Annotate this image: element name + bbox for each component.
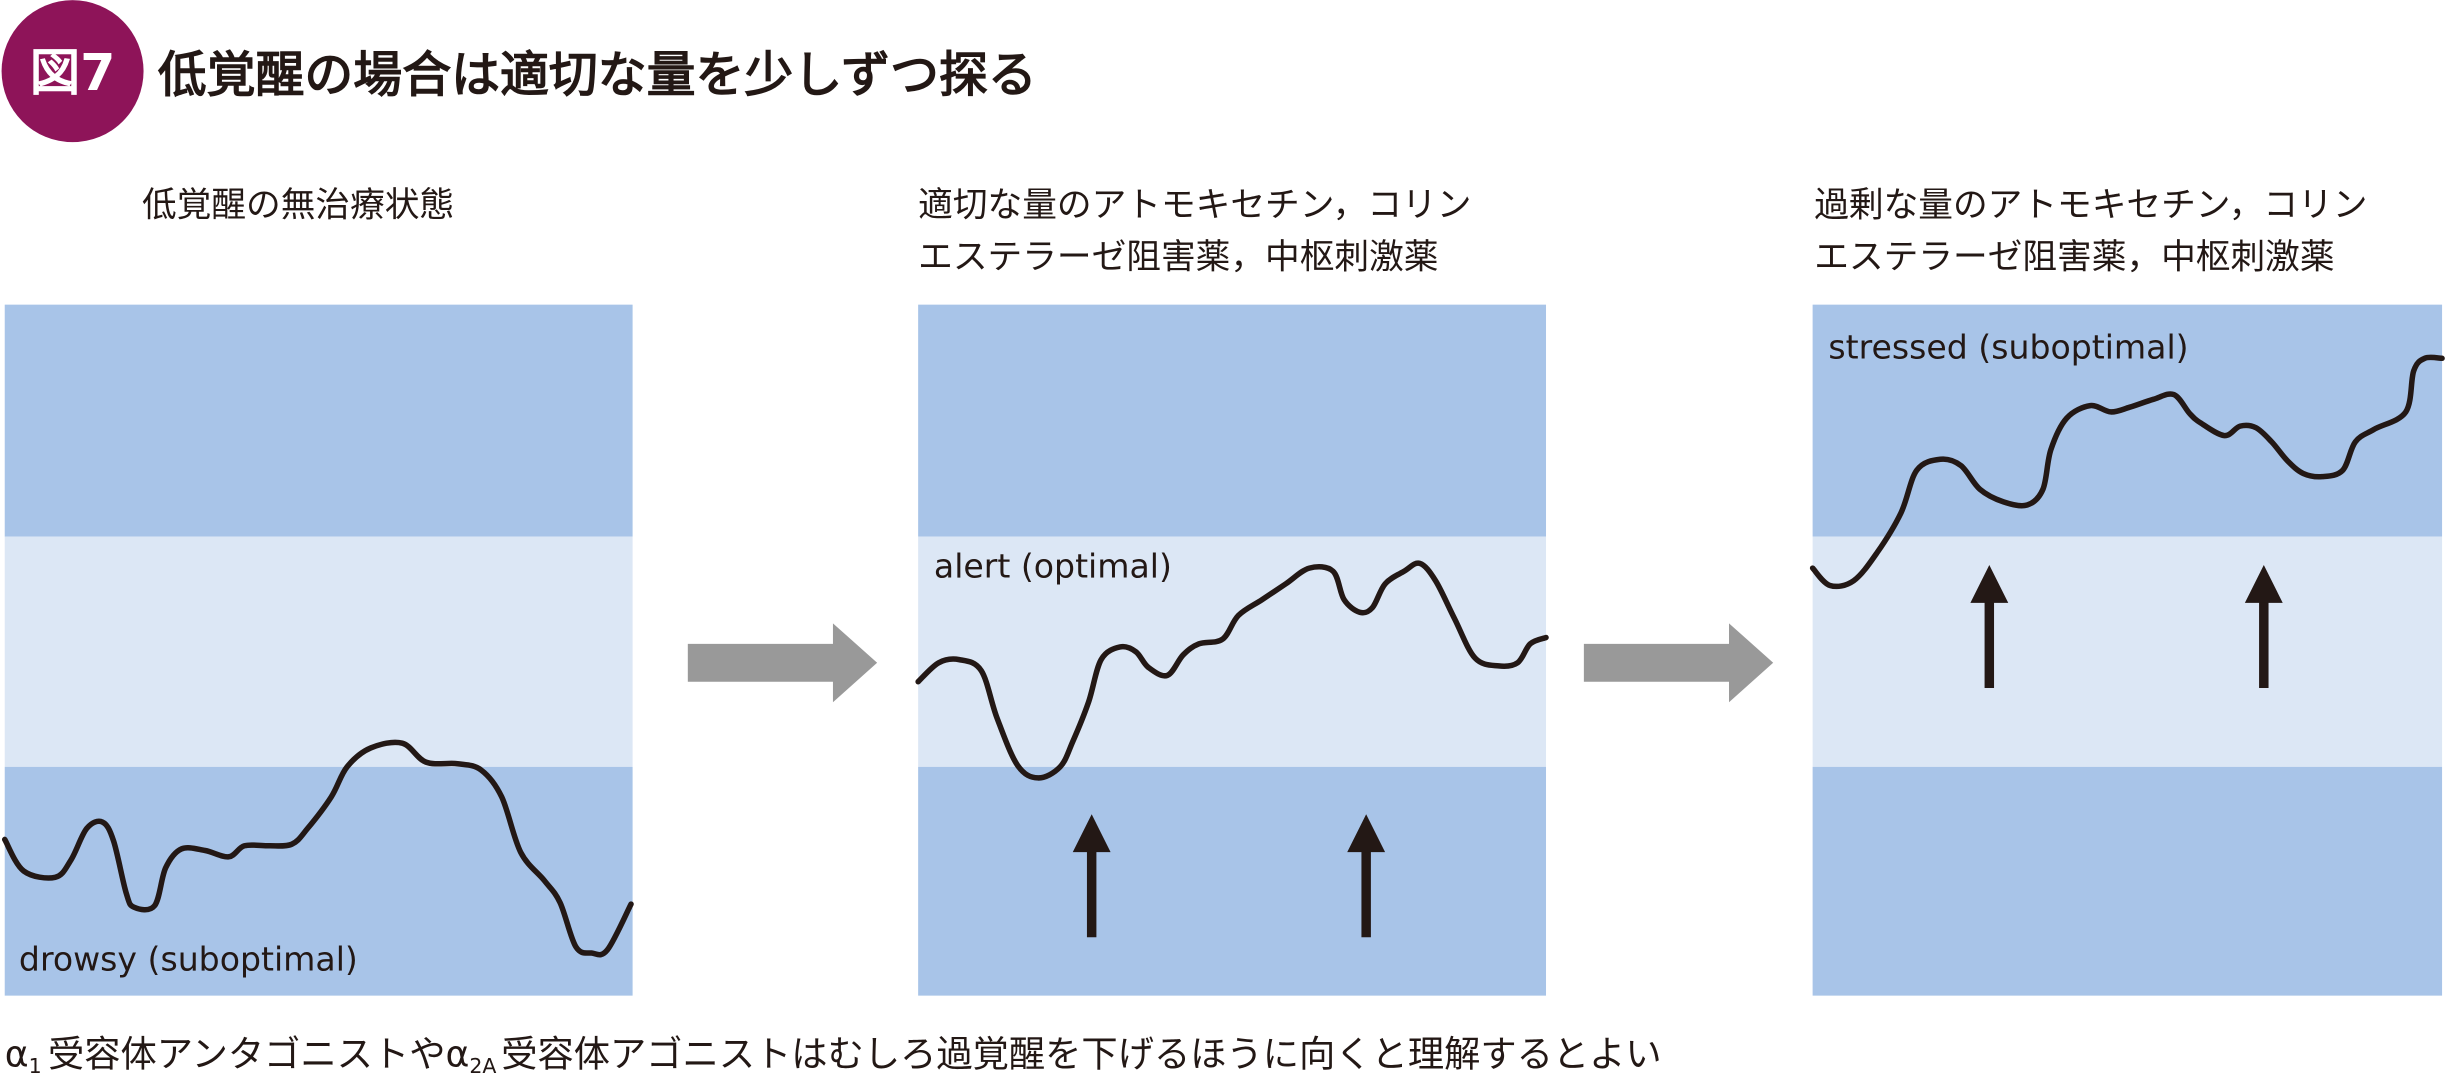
badge-text: 図7 (30, 43, 116, 102)
panel-drowsy (4, 304, 633, 996)
alpha2: α (445, 1033, 469, 1076)
alpha1: α (5, 1033, 29, 1076)
band-low (4, 766, 633, 996)
panel3-header-line2: エステラーゼ阻害薬，中枢刺激薬 (1814, 237, 2334, 277)
arousal-curve-drowsy (1, 739, 634, 958)
band-high (1812, 304, 2443, 537)
footnote-part1: 受容体アンタゴニストや (48, 1033, 445, 1076)
band-high (4, 304, 633, 537)
badge-circle (1, 0, 144, 143)
panel-stressed (1812, 304, 2443, 996)
band-optimal (918, 536, 1547, 767)
sub2: 2A (469, 1054, 496, 1078)
arousal-curve-alert (915, 560, 1549, 781)
footnote-part2: 受容体アゴニストはむしろ過覚醒を下げるほうに向くと理解するとよい (501, 1033, 1662, 1076)
figure-badge: 図7 (1, 0, 144, 143)
panel2-header-line2: エステラーゼ阻害薬，中枢刺激薬 (918, 237, 1438, 277)
panel3-header-line1: 過剰な量のアトモキセチン，コリン (1814, 185, 2367, 225)
transition-arrow-1-icon (687, 623, 878, 703)
band-low (1812, 766, 2443, 996)
panel2-state-label: alert (optimal) (934, 547, 1172, 586)
up-arrow-icon (1072, 814, 1111, 938)
band-low (918, 766, 1547, 996)
panel1-header-line1: 低覚醒の無治療状態 (142, 185, 454, 225)
sub1: 1 (29, 1054, 42, 1078)
up-arrow-icon (2244, 564, 2283, 689)
band-high (918, 304, 1547, 537)
arousal-curve-stressed (1809, 354, 2445, 590)
panel2-header-line1: 適切な量のアトモキセチン，コリン (918, 185, 1471, 225)
panel-alert (918, 304, 1547, 996)
band-optimal (1812, 536, 2443, 767)
up-arrow-icon (1970, 564, 2009, 689)
up-arrow-icon (1347, 814, 1386, 938)
figure-title: 低覚醒の場合は適切な量を少しずつ探る (158, 47, 1037, 104)
panel3-state-label: stressed (suboptimal) (1828, 327, 2188, 366)
band-optimal (4, 536, 633, 767)
panel1-state-label: drowsy (suboptimal) (19, 939, 358, 978)
transition-arrow-2-icon (1583, 623, 1774, 703)
